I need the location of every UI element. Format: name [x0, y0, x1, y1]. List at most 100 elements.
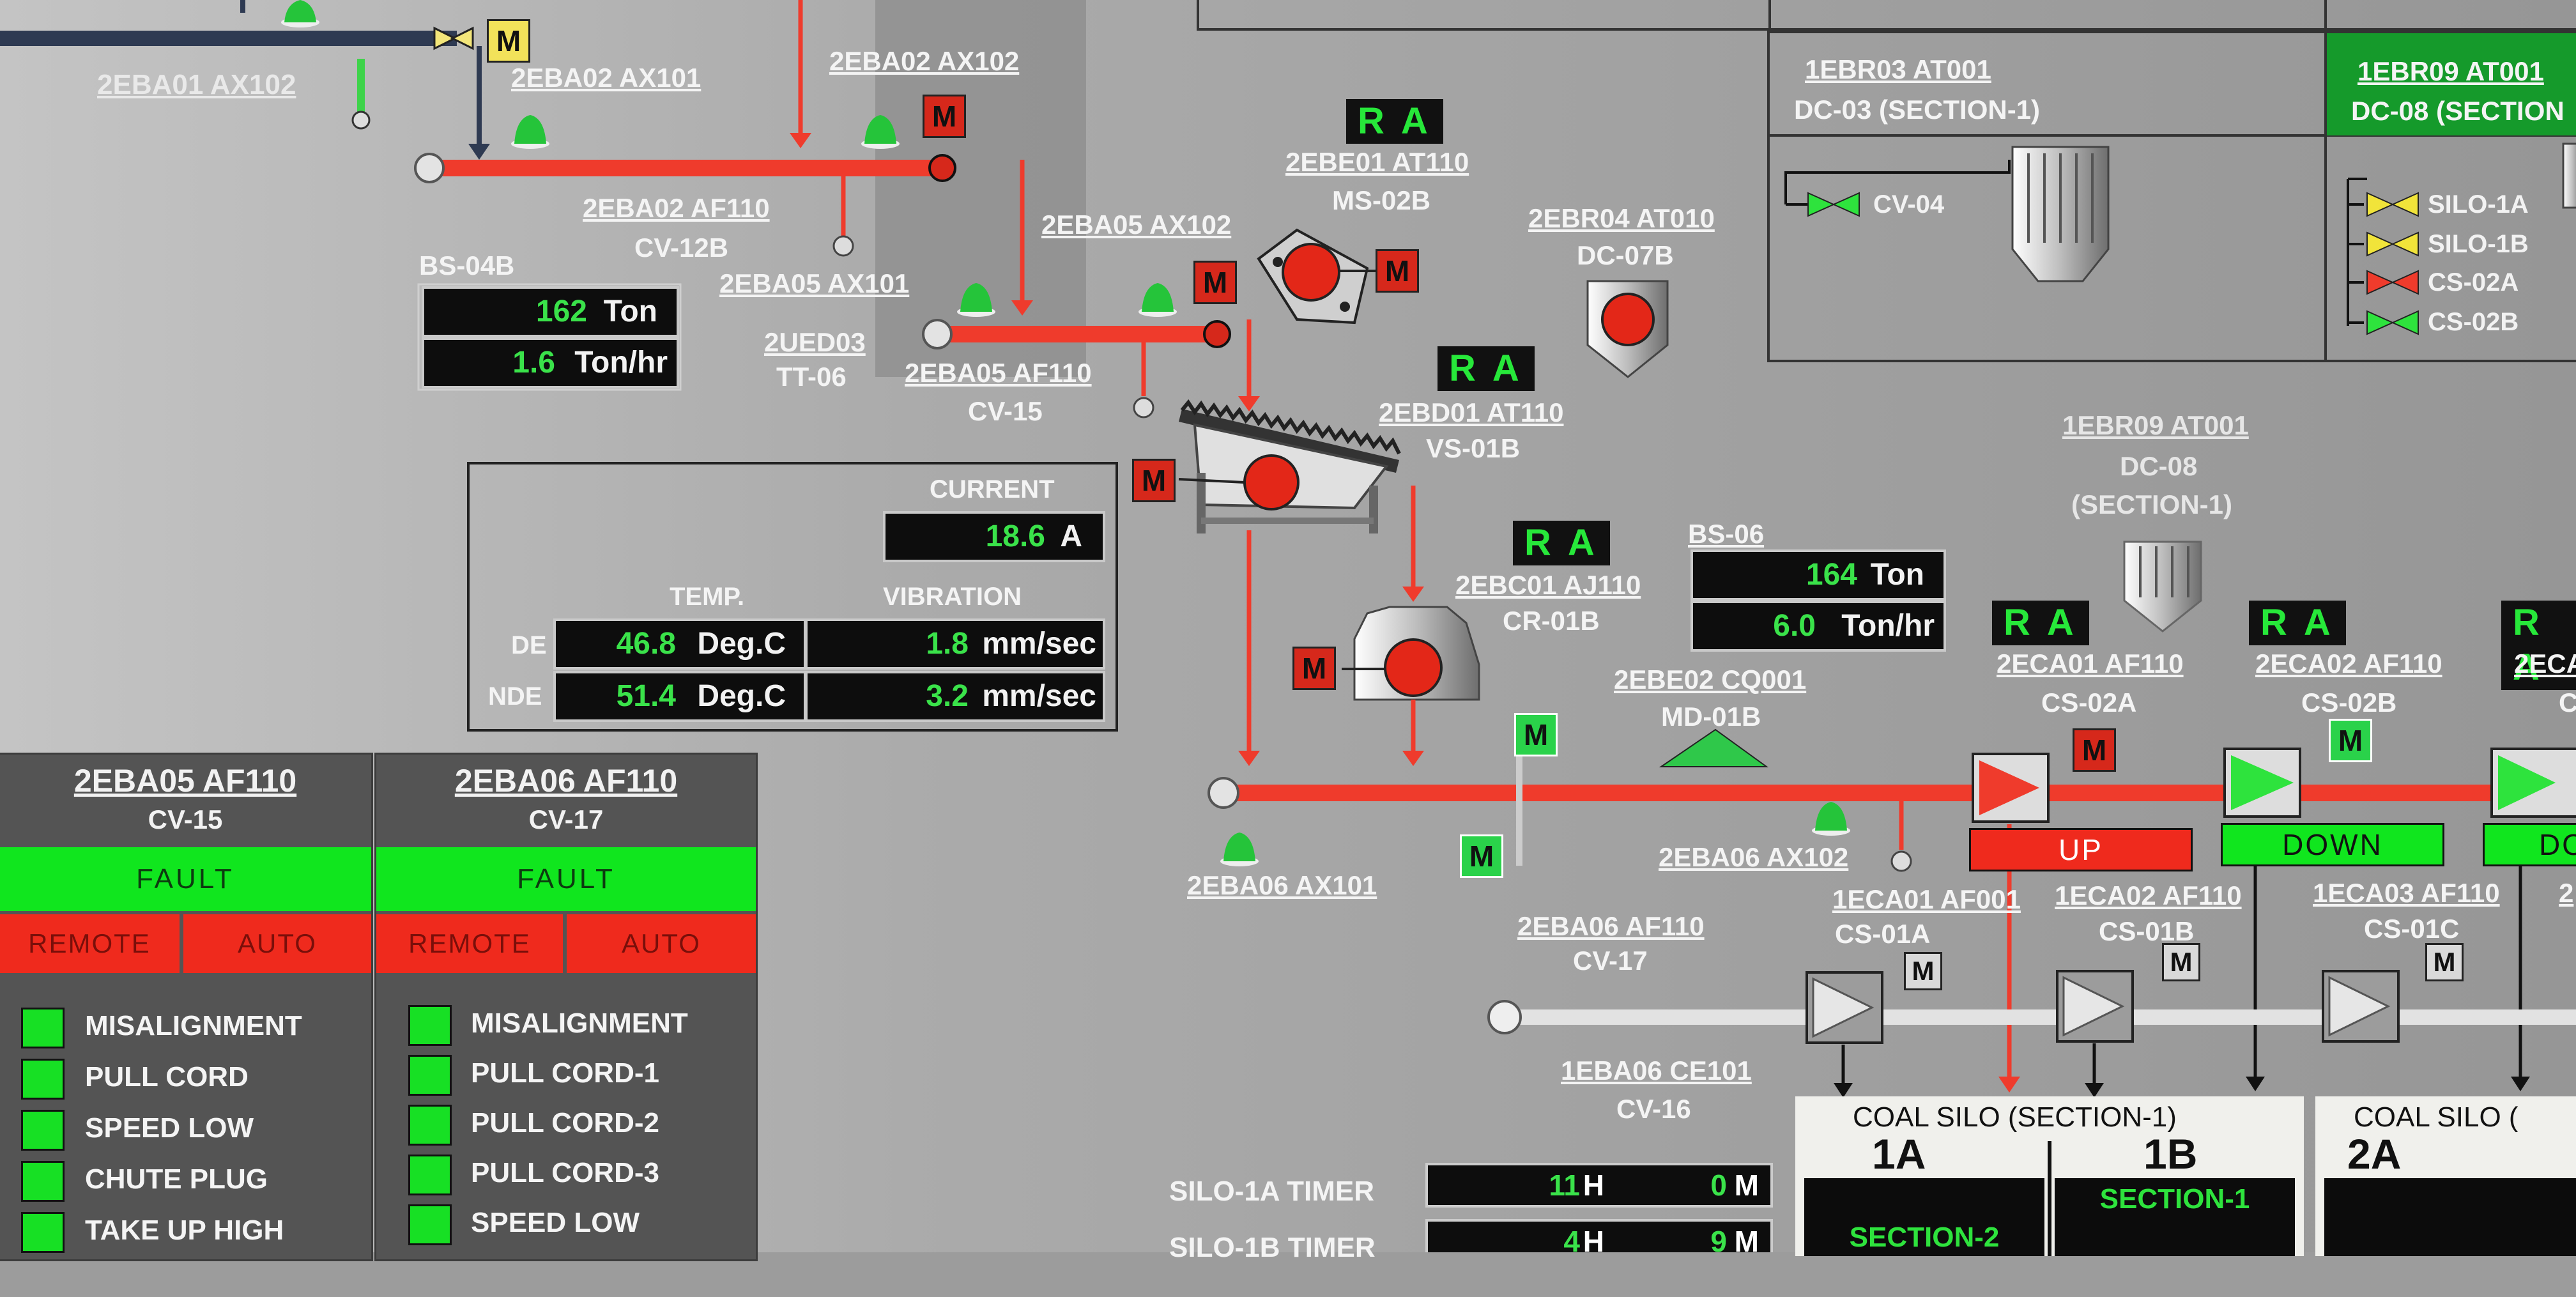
conveyor-top-left	[0, 31, 457, 46]
tag-2eba02-af110[interactable]: 2EBA02 AF110	[583, 193, 770, 223]
lamp-eba06-ax102	[1812, 802, 1850, 836]
down-button-partial[interactable]: DO	[2483, 823, 2576, 866]
motor-cs02a[interactable]: M	[2073, 728, 2116, 772]
tag-2ued03[interactable]: 2UED03	[764, 327, 866, 357]
motor-eba05[interactable]: M	[1193, 261, 1237, 304]
tag-2ebc01-aj110[interactable]: 2EBC01 AJ110	[1455, 570, 1641, 600]
tag-2eba06-ax101[interactable]: 2EBA06 AX101	[1187, 870, 1377, 900]
label-dc08: DC-08	[2120, 451, 2198, 481]
label-cs01c: CS-01C	[2364, 914, 2460, 944]
panel-cv17-check-0	[408, 1005, 452, 1046]
nde-temp-value: 51.4	[616, 679, 676, 713]
diverter-cs01c	[2322, 970, 2400, 1043]
panel-cv17-auto[interactable]: AUTO	[567, 914, 756, 973]
valve-silo-1b[interactable]: SILO-1B	[2428, 230, 2529, 258]
tag-1eca01-af001[interactable]: 1ECA01 AF001	[1832, 884, 2021, 914]
tag-2ebr04-at010[interactable]: 2EBR04 AT010	[1528, 203, 1715, 233]
tag-2eba01-ax102[interactable]: 2EBA01 AX102	[97, 69, 296, 100]
panel-cv15-title[interactable]: 2EBA05 AF110	[73, 763, 297, 799]
tag-2eba06-ax102[interactable]: 2EBA06 AX102	[1659, 842, 1849, 872]
tag-2eba02-ax102[interactable]: 2EBA02 AX102	[829, 46, 1020, 76]
motor-eba02[interactable]: M	[923, 95, 966, 138]
silo-1a-section: SECTION-2	[1804, 1178, 2044, 1256]
silo-1b-label: 1B	[2143, 1130, 2198, 1178]
silo1a-hours: 11	[1549, 1169, 1580, 1202]
conveyor-cv15	[944, 326, 1225, 342]
motor-cs01b[interactable]: M	[2162, 943, 2200, 981]
label-ms02b: MS-02B	[1332, 185, 1431, 215]
down-button-cs02b[interactable]: DOWN	[2221, 823, 2444, 866]
tag-1ebr09-at001-top[interactable]: 1EBR09 AT001	[2358, 56, 2544, 86]
bs04b-ton-unit: Ton	[603, 295, 657, 328]
nde-vib-readout: 3.2 mm/sec	[805, 671, 1105, 722]
coal-silo-section-2[interactable]: COAL SILO ( 2A	[2315, 1096, 2576, 1256]
metal-detector-md01b	[1659, 728, 1769, 767]
silo1b-h-unit: H	[1583, 1225, 1604, 1258]
tag-2ebe02-cq001[interactable]: 2EBE02 CQ001	[1614, 664, 1807, 695]
label-cr01b: CR-01B	[1503, 606, 1600, 636]
label-cv04: CV-04	[1873, 190, 1945, 219]
panel-cv17-title[interactable]: 2EBA06 AF110	[454, 763, 678, 799]
top-frame	[1197, 0, 2576, 31]
tag-1ebr03-at001[interactable]: 1EBR03 AT001	[1805, 54, 1991, 84]
tag-2eba06-af110[interactable]: 2EBA06 AF110	[1517, 911, 1705, 941]
tag-2eba05-ax101[interactable]: 2EBA05 AX101	[719, 268, 910, 298]
panel-cv17-fault[interactable]: FAULT	[376, 847, 756, 911]
tag-2eca02-af110[interactable]: 2ECA02 AF110	[2255, 648, 2442, 679]
motor-cv17-lower[interactable]: M	[1460, 834, 1503, 878]
current-unit: A	[1060, 519, 1082, 553]
valve-cs-02a[interactable]: CS-02A	[2428, 268, 2519, 296]
panel-cv17-label-0: MISALIGNMENT	[471, 1008, 688, 1039]
label-silo1a-timer: SILO-1A TIMER	[1169, 1176, 1375, 1207]
panel-cv17: 2EBA06 AF110 CV-17 FAULT REMOTE AUTO MIS…	[374, 753, 758, 1261]
dc08-frame	[2324, 31, 2576, 362]
lamp-eba06-ax101	[1220, 833, 1259, 866]
panel-cv15-auto[interactable]: AUTO	[183, 914, 371, 973]
tag-1eba06-ce101[interactable]: 1EBA06 CE101	[1561, 1055, 1752, 1086]
motor-cs01c[interactable]: M	[2425, 943, 2464, 981]
tag-1eca02-af110[interactable]: 1ECA02 AF110	[2055, 880, 2242, 910]
panel-cv17-check-4	[408, 1204, 452, 1245]
panel-cv17-label-4: SPEED LOW	[471, 1207, 640, 1238]
tag-2eca-partial[interactable]: 2ECA	[2514, 648, 2576, 679]
panel-cv15-check-2	[21, 1110, 65, 1151]
de-vib-value: 1.8	[926, 627, 969, 661]
silo-2a-section	[2324, 1178, 2576, 1256]
tag-2eba05-ax102[interactable]: 2EBA05 AX102	[1041, 210, 1232, 240]
coal-silo-section-1[interactable]: COAL SILO (SECTION-1) 1A 1B SECTION-2 SE…	[1795, 1096, 2304, 1256]
panel-cv15-fault[interactable]: FAULT	[0, 847, 371, 911]
up-button[interactable]: UP	[1969, 828, 2193, 871]
panel-cv17-label-2: PULL CORD-2	[471, 1107, 659, 1139]
tag-2ebe01-at110[interactable]: 2EBE01 AT110	[1285, 147, 1469, 177]
tag-2eba02-ax101[interactable]: 2EBA02 AX101	[511, 63, 702, 93]
tag-2eca01-af110[interactable]: 2ECA01 AF110	[1997, 648, 2184, 679]
motor-ms02b[interactable]: M	[1376, 249, 1419, 293]
valve-silo-1a[interactable]: SILO-1A	[2428, 190, 2529, 219]
label-temp: TEMP.	[670, 583, 745, 611]
panel-cv17-check-3	[408, 1155, 452, 1195]
silo1a-m-unit: M	[1734, 1169, 1759, 1202]
motor-cr01b[interactable]: M	[1292, 647, 1336, 690]
tag-2ebd01-at110[interactable]: 2EBD01 AT110	[1379, 397, 1564, 427]
valve-cs-02b[interactable]: CS-02B	[2428, 308, 2519, 336]
motor-cv17-upper[interactable]: M	[1514, 713, 1558, 756]
motor-top-left[interactable]: M	[487, 19, 530, 63]
label-nde: NDE	[488, 682, 542, 710]
motor-cs01a[interactable]: M	[1904, 952, 1942, 990]
nde-temp-readout: 51.4 Deg.C	[553, 671, 806, 722]
tag-1eca03-af110[interactable]: 1ECA03 AF110	[2313, 878, 2500, 908]
bs06-ton-unit: Ton	[1870, 558, 1924, 592]
dust-collector-dc07b	[1586, 280, 1669, 378]
label-cs01a: CS-01A	[1835, 919, 1931, 949]
silo1a-timer-readout: 11 H 0 M	[1427, 1164, 1772, 1206]
panel-cv17-remote[interactable]: REMOTE	[376, 914, 563, 973]
panel-cv15-remote[interactable]: REMOTE	[0, 914, 180, 973]
bs06-rate-readout: 6.0 Ton/hr	[1690, 601, 1946, 652]
tag-2eba05-af110[interactable]: 2EBA05 AF110	[905, 358, 1092, 388]
diverter-cs01a	[1805, 971, 1883, 1098]
motor-vs01b[interactable]: M	[1132, 459, 1176, 502]
tag-1ebr09-at001[interactable]: 1EBR09 AT001	[2062, 410, 2249, 440]
label-dc07b: DC-07B	[1577, 240, 1674, 270]
lamp-eba05-ax102	[1138, 283, 1177, 317]
motor-cs02b[interactable]: M	[2329, 719, 2372, 762]
